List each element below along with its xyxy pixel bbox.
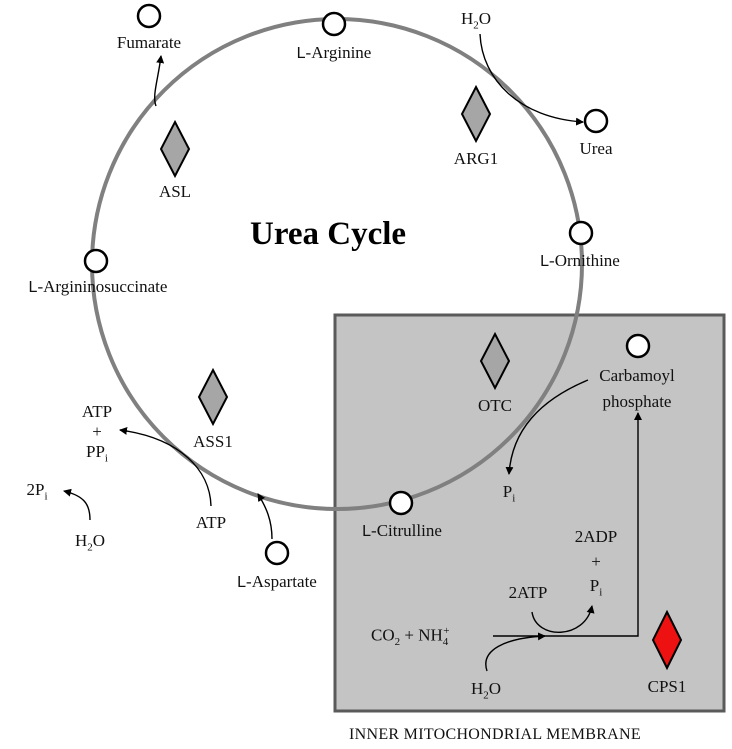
metabolite-node-urea — [583, 108, 609, 134]
metabolite-node-aspartate — [264, 540, 290, 566]
label-argininosuccinate-text: -Argininosuccinate — [37, 277, 168, 296]
arrow-water-to-2pi — [63, 488, 91, 521]
label-arginine-prefix: L — [296, 45, 306, 62]
arrow-asl-to-fumarate — [153, 55, 165, 107]
label-enzyme-otc: OTC — [478, 396, 512, 415]
arrow-aspartate-in — [257, 493, 273, 540]
arrow-otc-to-pi — [505, 379, 589, 475]
label-enzyme-ass1: ASS1 — [193, 432, 233, 451]
metabolite-node-ornithine — [568, 220, 594, 246]
enzyme-diamond-cps1 — [651, 609, 683, 671]
label-ornithine-prefix: L — [540, 253, 550, 270]
label-h2o-left: H2O — [74, 531, 106, 554]
label-ornithine: L-Ornithine — [540, 252, 620, 270]
arrow-water-to-urea — [479, 33, 584, 126]
label-h2o-top: H2O — [460, 9, 492, 32]
label-atp-mid: ATP — [195, 513, 227, 532]
arrow-atp-to-adp — [531, 605, 595, 633]
metabolite-node-arginine — [321, 11, 347, 37]
label-urea: Urea — [579, 139, 613, 158]
label-arginine: L-Arginine — [297, 44, 372, 62]
label-argininosuccinate-prefix: L — [28, 279, 38, 296]
metabolite-node-fumarate — [136, 3, 162, 29]
label-atp-top: ATP — [81, 402, 113, 421]
label-enzyme-cps1: CPS1 — [647, 677, 687, 696]
label-2adp: 2ADP — [574, 527, 618, 546]
label-aspartate-prefix: L — [237, 574, 247, 591]
label-enzyme-asl: ASL — [158, 182, 192, 201]
label-aspartate-text: -Aspartate — [246, 572, 317, 591]
label-pi-otc: Pi — [502, 482, 516, 505]
metabolite-node-citrulline — [388, 490, 414, 516]
label-carbamoyl-line1: Carbamoyl — [599, 366, 675, 385]
enzyme-diamond-ass1 — [197, 367, 229, 427]
enzyme-diamond-otc — [479, 331, 511, 391]
label-carbamoyl-line2: phosphate — [602, 392, 672, 411]
label-2pi: 2Pi — [26, 480, 48, 503]
label-ppi: PPi — [86, 442, 108, 465]
label-inner-mitochondrial-membrane: INNER MITOCHONDRIAL MEMBRANE — [349, 726, 641, 743]
label-fumarate: Fumarate — [116, 33, 182, 52]
label-plus-2: + — [591, 552, 601, 571]
enzyme-diamond-arg1 — [460, 84, 492, 144]
label-2atp: 2ATP — [508, 583, 548, 602]
label-enzyme-arg1: ARG1 — [453, 149, 499, 168]
enzyme-diamond-asl — [159, 119, 191, 179]
arrow-water-in-cps1 — [485, 632, 546, 672]
label-arginine-text: -Arginine — [305, 43, 372, 62]
metabolite-node-carbamoyl-phosphate — [625, 333, 651, 359]
arrow-atp-to-app — [119, 426, 212, 507]
label-co2-nh4: CO2 + NH4+ — [371, 625, 450, 649]
label-citrulline-prefix: L — [362, 523, 372, 540]
metabolite-node-argininosuccinate — [83, 248, 109, 274]
label-ornithine-text: -Ornithine — [549, 251, 620, 270]
label-aspartate: L-Aspartate — [237, 573, 317, 591]
label-h2o-bottom: H2O — [470, 679, 502, 702]
label-citrulline-text: -Citrulline — [371, 521, 442, 540]
label-pi-cps1: Pi — [589, 576, 603, 599]
label-citrulline: L-Citrulline — [362, 522, 442, 540]
label-plus-1: + — [92, 422, 102, 441]
label-argininosuccinate: L-Argininosuccinate — [29, 278, 168, 296]
diagram-title: Urea Cycle — [250, 216, 407, 252]
